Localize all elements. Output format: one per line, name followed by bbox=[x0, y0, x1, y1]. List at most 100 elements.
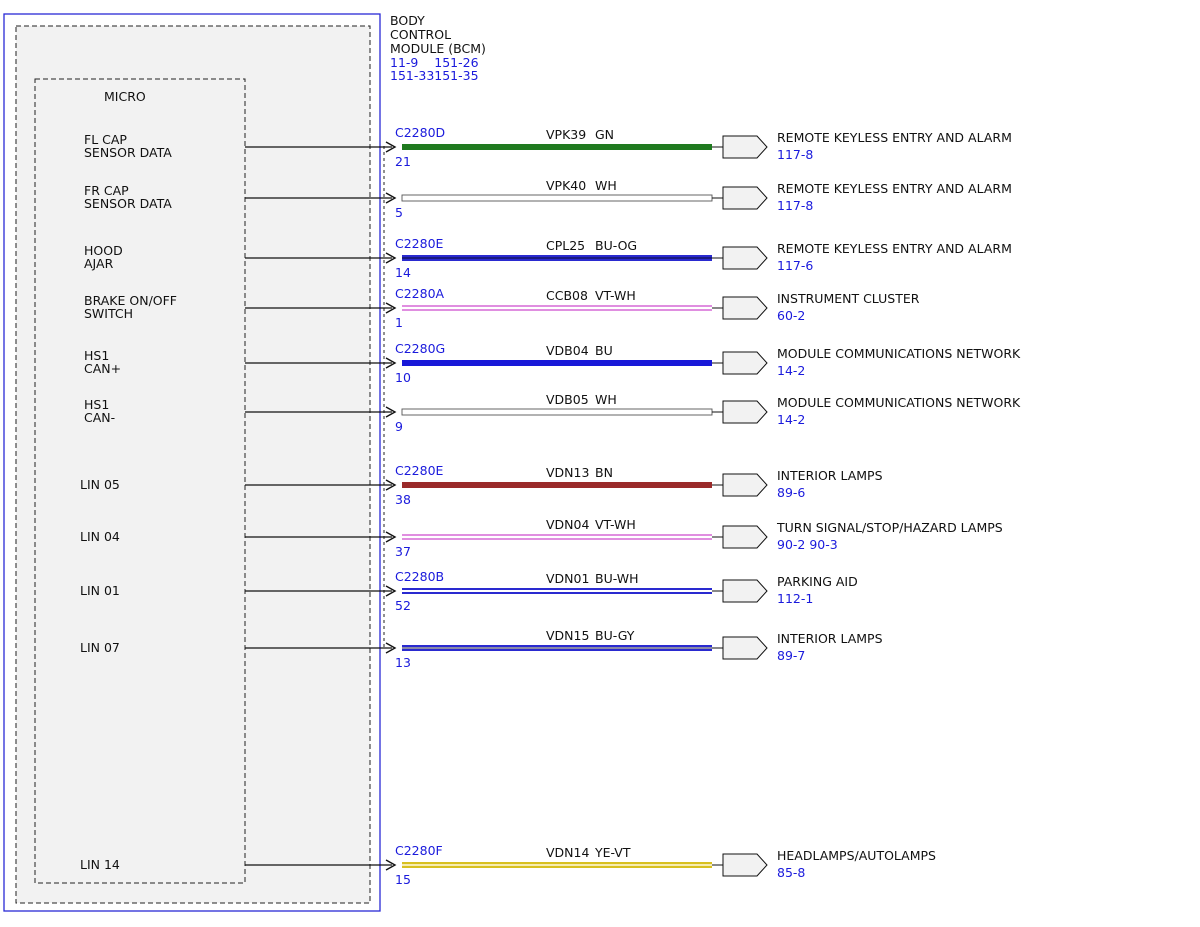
pin-function-label: SENSOR DATA bbox=[84, 196, 172, 211]
pin-function-label: LIN 07 bbox=[80, 640, 120, 655]
destination-name: REMOTE KEYLESS ENTRY AND ALARM bbox=[777, 130, 1012, 145]
circuit-id: VDN14 bbox=[546, 845, 589, 860]
destination-ref: 60-2 bbox=[777, 308, 805, 323]
circuit-id: VDN13 bbox=[546, 465, 589, 480]
pin-function-label: FL CAP bbox=[84, 132, 127, 147]
circuit-id: CCB08 bbox=[546, 288, 588, 303]
destination-arrow-icon bbox=[722, 579, 768, 603]
destination-arrow-icon bbox=[722, 351, 768, 375]
destination-arrow-icon bbox=[722, 525, 768, 549]
pin-number: 37 bbox=[395, 544, 411, 559]
pin-function-label: CAN+ bbox=[84, 361, 121, 376]
wire-tracer-stripe bbox=[402, 647, 712, 649]
destination-ref: 14-2 bbox=[777, 363, 805, 378]
pin-function-label: HS1 bbox=[84, 397, 109, 412]
circuit-id: CPL25 bbox=[546, 238, 585, 253]
pin-arrow-icon bbox=[385, 531, 397, 543]
destination-name: REMOTE KEYLESS ENTRY AND ALARM bbox=[777, 181, 1012, 196]
pin-number: 1 bbox=[395, 315, 403, 330]
wire-color-code: WH bbox=[595, 178, 617, 193]
pin-function-label: FR CAP bbox=[84, 183, 129, 198]
pin-function-label: HOOD bbox=[84, 243, 123, 258]
wire-color-code: VT-WH bbox=[595, 517, 636, 532]
bcm-title-block: BODY CONTROL MODULE (BCM) 11-9 151-26 15… bbox=[390, 13, 486, 83]
wire bbox=[402, 144, 712, 150]
destination-arrow-icon bbox=[722, 186, 768, 210]
destination-ref: 14-2 bbox=[777, 412, 805, 427]
connector-id: C2280G bbox=[395, 341, 445, 356]
destination-name: INTERIOR LAMPS bbox=[777, 468, 883, 483]
wire-color-code: BU-OG bbox=[595, 238, 637, 253]
wire-color-code: BU bbox=[595, 343, 613, 358]
circuit-id: VDB04 bbox=[546, 343, 589, 358]
wire-tracer-stripe bbox=[402, 864, 712, 866]
circuit-row: LIN 07 13 VDN15 BU-GY INTERIOR LAMPS 89-7 bbox=[80, 628, 883, 670]
destination-arrow-icon bbox=[722, 135, 768, 159]
wire bbox=[402, 360, 712, 366]
micro-dashed-border bbox=[34, 78, 246, 884]
destination-name: INSTRUMENT CLUSTER bbox=[777, 291, 920, 306]
pin-function-label: BRAKE ON/OFF bbox=[84, 293, 177, 308]
destination-name: INTERIOR LAMPS bbox=[777, 631, 883, 646]
wire-tracer-stripe bbox=[402, 536, 712, 538]
pin-arrow-icon bbox=[385, 406, 397, 418]
destination-name: PARKING AID bbox=[777, 574, 858, 589]
pin-function-label: LIN 14 bbox=[80, 857, 120, 872]
bcm-module: MICRO bbox=[3, 13, 381, 912]
pin-number: 21 bbox=[395, 154, 411, 169]
pin-function-label: LIN 04 bbox=[80, 529, 120, 544]
pin-arrow-icon bbox=[385, 141, 397, 153]
destination-ref: 90-2 90-3 bbox=[777, 537, 838, 552]
circuit-id: VDN15 bbox=[546, 628, 589, 643]
destination-name: MODULE COMMUNICATIONS NETWORK bbox=[777, 346, 1021, 361]
wire-color-code: YE-VT bbox=[594, 845, 631, 860]
pin-number: 10 bbox=[395, 370, 411, 385]
pin-arrow-icon bbox=[385, 302, 397, 314]
bcm-title-line-1: BODY bbox=[390, 13, 425, 28]
wire-color-code: VT-WH bbox=[595, 288, 636, 303]
wire bbox=[401, 408, 713, 416]
bcm-ref-line-2: 151-33151-35 bbox=[390, 68, 479, 83]
pin-arrow-icon bbox=[385, 479, 397, 491]
wire-tracer-stripe bbox=[402, 590, 712, 592]
pin-function-label: AJAR bbox=[84, 256, 114, 271]
connector-id: C2280A bbox=[395, 286, 445, 301]
destination-arrow-icon bbox=[722, 246, 768, 270]
pin-number: 9 bbox=[395, 419, 403, 434]
destination-arrow-icon bbox=[722, 296, 768, 320]
bcm-ref-line-1: 11-9 151-26 bbox=[390, 55, 479, 70]
pin-arrow-icon bbox=[385, 192, 397, 204]
destination-name: REMOTE KEYLESS ENTRY AND ALARM bbox=[777, 241, 1012, 256]
connector-id: C2280D bbox=[395, 125, 445, 140]
connector-id: C2280B bbox=[395, 569, 444, 584]
wire-tracer-stripe bbox=[402, 307, 712, 309]
destination-ref: 89-6 bbox=[777, 485, 805, 500]
destination-ref: 85-8 bbox=[777, 865, 805, 880]
pin-arrow-icon bbox=[385, 859, 397, 871]
micro-label: MICRO bbox=[104, 89, 146, 104]
bcm-title-line-2: CONTROL bbox=[390, 27, 451, 42]
circuit-id: VDB05 bbox=[546, 392, 589, 407]
circuit-id: VPK39 bbox=[546, 127, 586, 142]
wire-color-code: BN bbox=[595, 465, 613, 480]
wire-color-code: BU-GY bbox=[595, 628, 635, 643]
pin-arrow-icon bbox=[385, 252, 397, 264]
circuit-id: VPK40 bbox=[546, 178, 586, 193]
wire-color-code: WH bbox=[595, 392, 617, 407]
pin-number: 13 bbox=[395, 655, 411, 670]
pin-function-label: CAN- bbox=[84, 410, 115, 425]
destination-name: TURN SIGNAL/STOP/HAZARD LAMPS bbox=[776, 520, 1003, 535]
pin-number: 38 bbox=[395, 492, 411, 507]
bcm-inner-dashed-border bbox=[15, 25, 371, 904]
pin-arrow-icon bbox=[385, 642, 397, 654]
destination-ref: 89-7 bbox=[777, 648, 805, 663]
destination-arrow-icon bbox=[722, 400, 768, 424]
